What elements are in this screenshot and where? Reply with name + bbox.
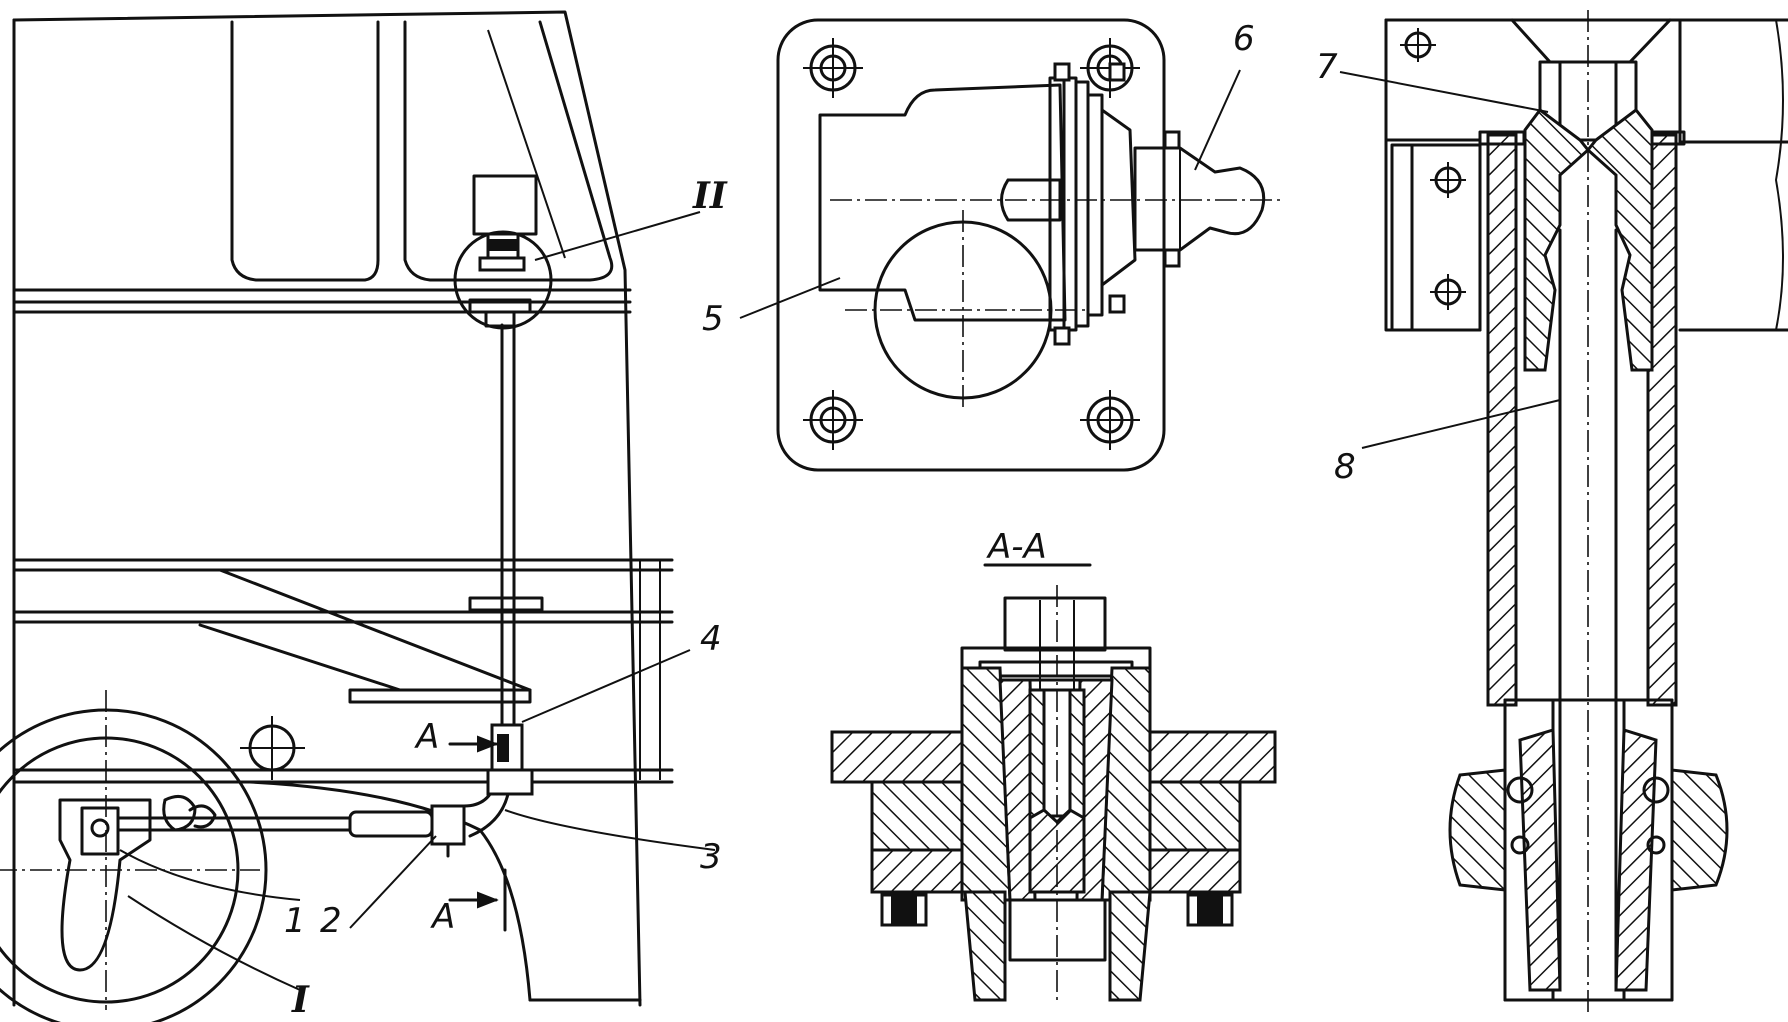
locomotive-side-view bbox=[0, 10, 716, 1022]
section-title-a-a: A-A bbox=[986, 527, 1047, 567]
label-roman-2: II bbox=[692, 175, 728, 217]
drive-shaft-section bbox=[1339, 10, 1788, 1012]
callout-labels: II 4 A 3 A 1 2 I 6 5 A-A 7 8 bbox=[284, 19, 1356, 1021]
label-5: 5 bbox=[702, 299, 724, 339]
label-arrow-a-bottom: A bbox=[430, 897, 455, 937]
label-arrow-a-top: A bbox=[414, 717, 439, 757]
sensor-housing-view bbox=[739, 18, 1280, 472]
label-1: 1 bbox=[284, 901, 306, 941]
label-8: 8 bbox=[1334, 447, 1356, 487]
label-2: 2 bbox=[320, 901, 342, 941]
label-7: 7 bbox=[1316, 47, 1338, 87]
section-a-a bbox=[830, 563, 1277, 1005]
label-3: 3 bbox=[700, 837, 722, 877]
label-4: 4 bbox=[700, 619, 722, 659]
label-6: 6 bbox=[1233, 19, 1255, 59]
label-roman-1: I bbox=[291, 979, 310, 1021]
